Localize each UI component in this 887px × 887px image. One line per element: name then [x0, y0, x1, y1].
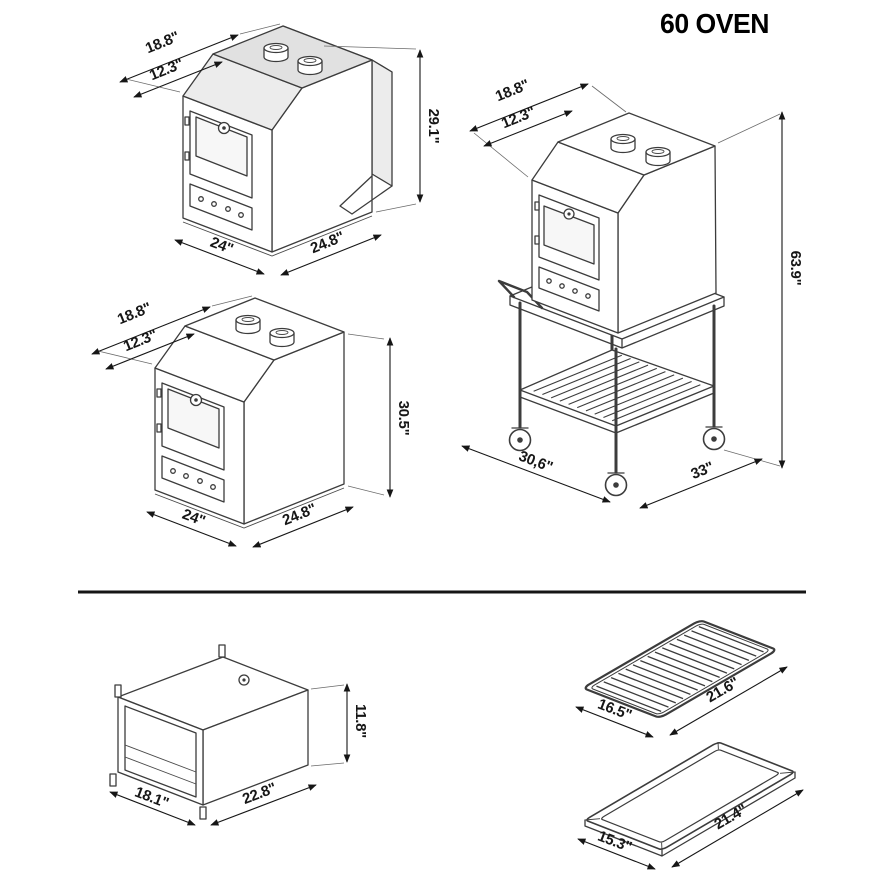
knob [183, 473, 189, 479]
page-title: 60 OVEN [660, 8, 770, 39]
dimensions-oven: 18.8" 12.3" 30.5" 24" 24.8" [91, 295, 412, 548]
chimney-cap [263, 42, 289, 63]
oven-hood-height-label: 29.1" [425, 109, 442, 144]
chimney-cap [610, 133, 636, 154]
figure-oven-chamber: 11.8" 18.1" 22.8" [109, 644, 369, 826]
base-edge [182, 215, 373, 257]
oven-hood-depth-outer-label: 18.8" [143, 28, 182, 57]
mounting-tab [114, 684, 122, 698]
cart-height-label: 63.9" [787, 251, 804, 286]
door-hinge [184, 116, 190, 161]
door-hinge [534, 201, 540, 245]
chamber-height-label: 11.8" [352, 704, 369, 738]
knob [198, 196, 204, 202]
figure-oven-hood: 18.8" 12.3" 29.1" 24" 24.8" [119, 23, 442, 276]
oven-depth-outer-label: 18.8" [115, 299, 154, 328]
oven-depth-inner-label: 12.3" [121, 326, 160, 355]
door-window [543, 205, 595, 265]
control-panel [538, 266, 600, 312]
oven-body [531, 112, 717, 334]
chimney-cap [297, 55, 323, 76]
knob [225, 206, 231, 212]
knob [238, 212, 244, 218]
oven-top-panel [184, 297, 345, 361]
figure-oven: 18.8" 12.3" 30.5" 24" 24.8" [91, 295, 412, 548]
knob [572, 288, 578, 294]
oven-door [184, 110, 253, 199]
tabletop-rim [509, 295, 725, 349]
knob [559, 283, 565, 289]
oven-top-panel [212, 25, 373, 89]
vent-hole [238, 674, 250, 686]
chamber-opening [124, 705, 197, 798]
cart-width-label: 30,6" [516, 448, 555, 476]
mounting-tab [199, 806, 207, 820]
cart-depth-outer-label: 18.8" [493, 76, 532, 105]
oven-height-label: 30.5" [395, 401, 412, 436]
hood-bracket [339, 175, 393, 215]
control-panel [161, 455, 225, 503]
oven-top-panel [557, 112, 716, 176]
knob [170, 468, 176, 474]
tray-thickness [584, 771, 796, 857]
chimney-cap [235, 314, 261, 335]
figure-baking-tray: 15.3" 21.4" [578, 742, 803, 869]
shelf-rail [124, 744, 197, 773]
chimney-cap [269, 327, 295, 348]
figure-grill-rack: 16.5" 21.6" [576, 620, 787, 737]
knob [211, 201, 217, 207]
door-hinge [156, 388, 162, 433]
mounting-tab [218, 644, 226, 658]
mounting-tab [109, 773, 117, 787]
base-edge [154, 487, 345, 529]
knob [197, 478, 203, 484]
door-window [167, 388, 220, 449]
door-window [195, 116, 248, 177]
knob [546, 278, 552, 284]
shelf-rail [124, 756, 197, 785]
oven-door [156, 382, 225, 471]
knob [585, 293, 591, 299]
control-panel [189, 183, 253, 231]
figure-oven-on-cart: 18.8" 12.3" 63.9" 30,6" 33" [461, 76, 804, 509]
oven-hood-depth-inner-label: 12.3" [147, 55, 186, 84]
cart-depth-inner-label: 12.3" [499, 103, 538, 132]
chimney-cap [645, 146, 671, 167]
knob [210, 484, 216, 490]
oven-door [534, 194, 600, 281]
